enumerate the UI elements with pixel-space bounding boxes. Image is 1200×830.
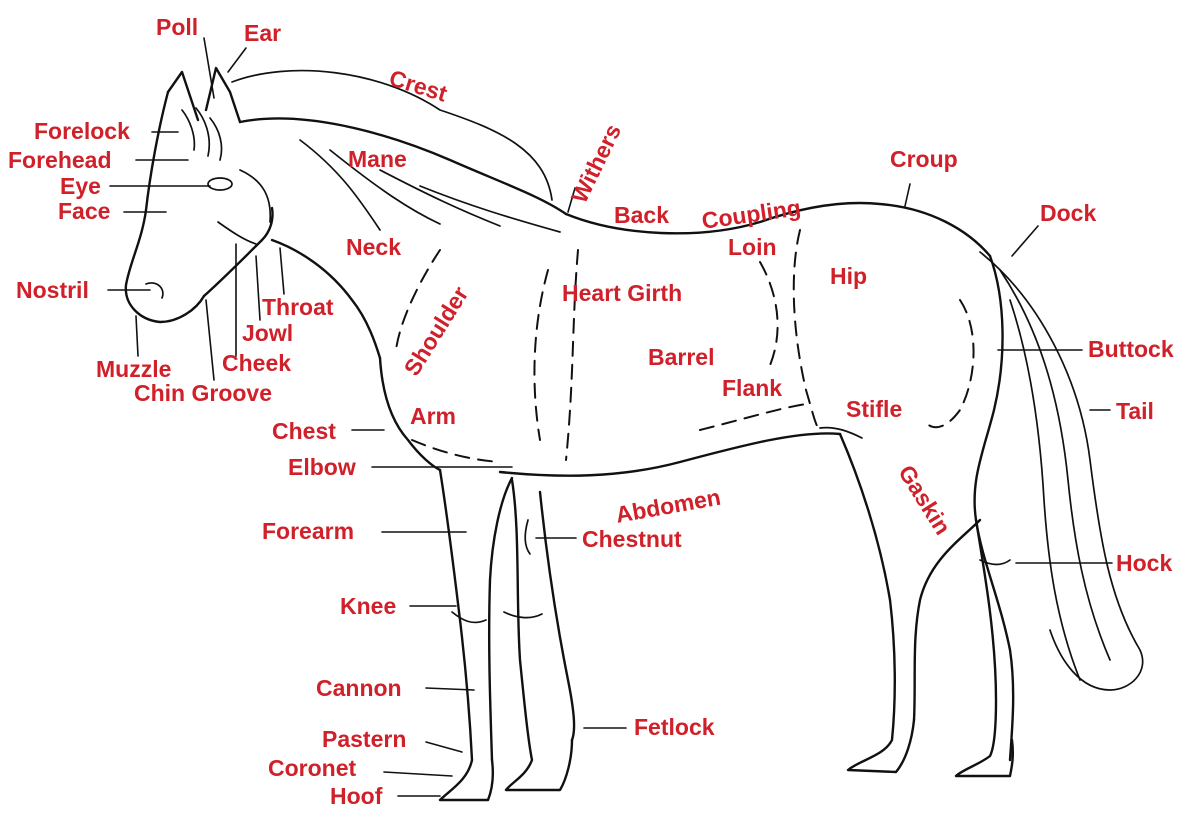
label-muzzle: Muzzle: [96, 356, 172, 382]
label-hip: Hip: [830, 263, 868, 289]
label-croup: Croup: [890, 146, 958, 172]
label-chest: Chest: [272, 418, 336, 444]
label-cheek: Cheek: [222, 350, 292, 376]
label-elbow: Elbow: [288, 454, 356, 480]
label-buttock: Buttock: [1088, 336, 1174, 362]
label-throat: Throat: [262, 294, 334, 320]
label-hock: Hock: [1116, 550, 1173, 576]
label-stifle: Stifle: [846, 396, 903, 422]
label-cannon: Cannon: [316, 675, 402, 701]
label-coronet: Coronet: [268, 755, 357, 781]
label-flank: Flank: [722, 375, 783, 401]
label-poll: Poll: [156, 14, 199, 40]
label-jowl: Jowl: [242, 320, 294, 346]
label-forehead: Forehead: [8, 147, 112, 173]
label-pastern: Pastern: [322, 726, 407, 752]
label-forearm: Forearm: [262, 518, 355, 544]
label-heart-girth: Heart Girth: [562, 280, 683, 306]
label-mane: Mane: [348, 146, 407, 172]
label-knee: Knee: [340, 593, 397, 619]
label-chin-groove: Chin Groove: [134, 380, 273, 406]
label-nostril: Nostril: [16, 277, 89, 303]
label-neck: Neck: [346, 234, 401, 260]
label-back: Back: [614, 202, 669, 228]
label-forelock: Forelock: [34, 118, 130, 144]
label-barrel: Barrel: [648, 344, 715, 370]
label-fetlock: Fetlock: [634, 714, 715, 740]
label-ear: Ear: [244, 20, 282, 46]
label-dock: Dock: [1040, 200, 1097, 226]
label-loin: Loin: [728, 234, 777, 260]
pointer-lines: [107, 37, 1113, 797]
label-arm: Arm: [410, 403, 457, 429]
horse-outline: [124, 66, 1144, 802]
label-face: Face: [58, 198, 111, 224]
label-eye: Eye: [60, 173, 101, 199]
label-chestnut: Chestnut: [582, 526, 682, 552]
label-hoof: Hoof: [330, 783, 383, 809]
label-tail: Tail: [1116, 398, 1154, 424]
